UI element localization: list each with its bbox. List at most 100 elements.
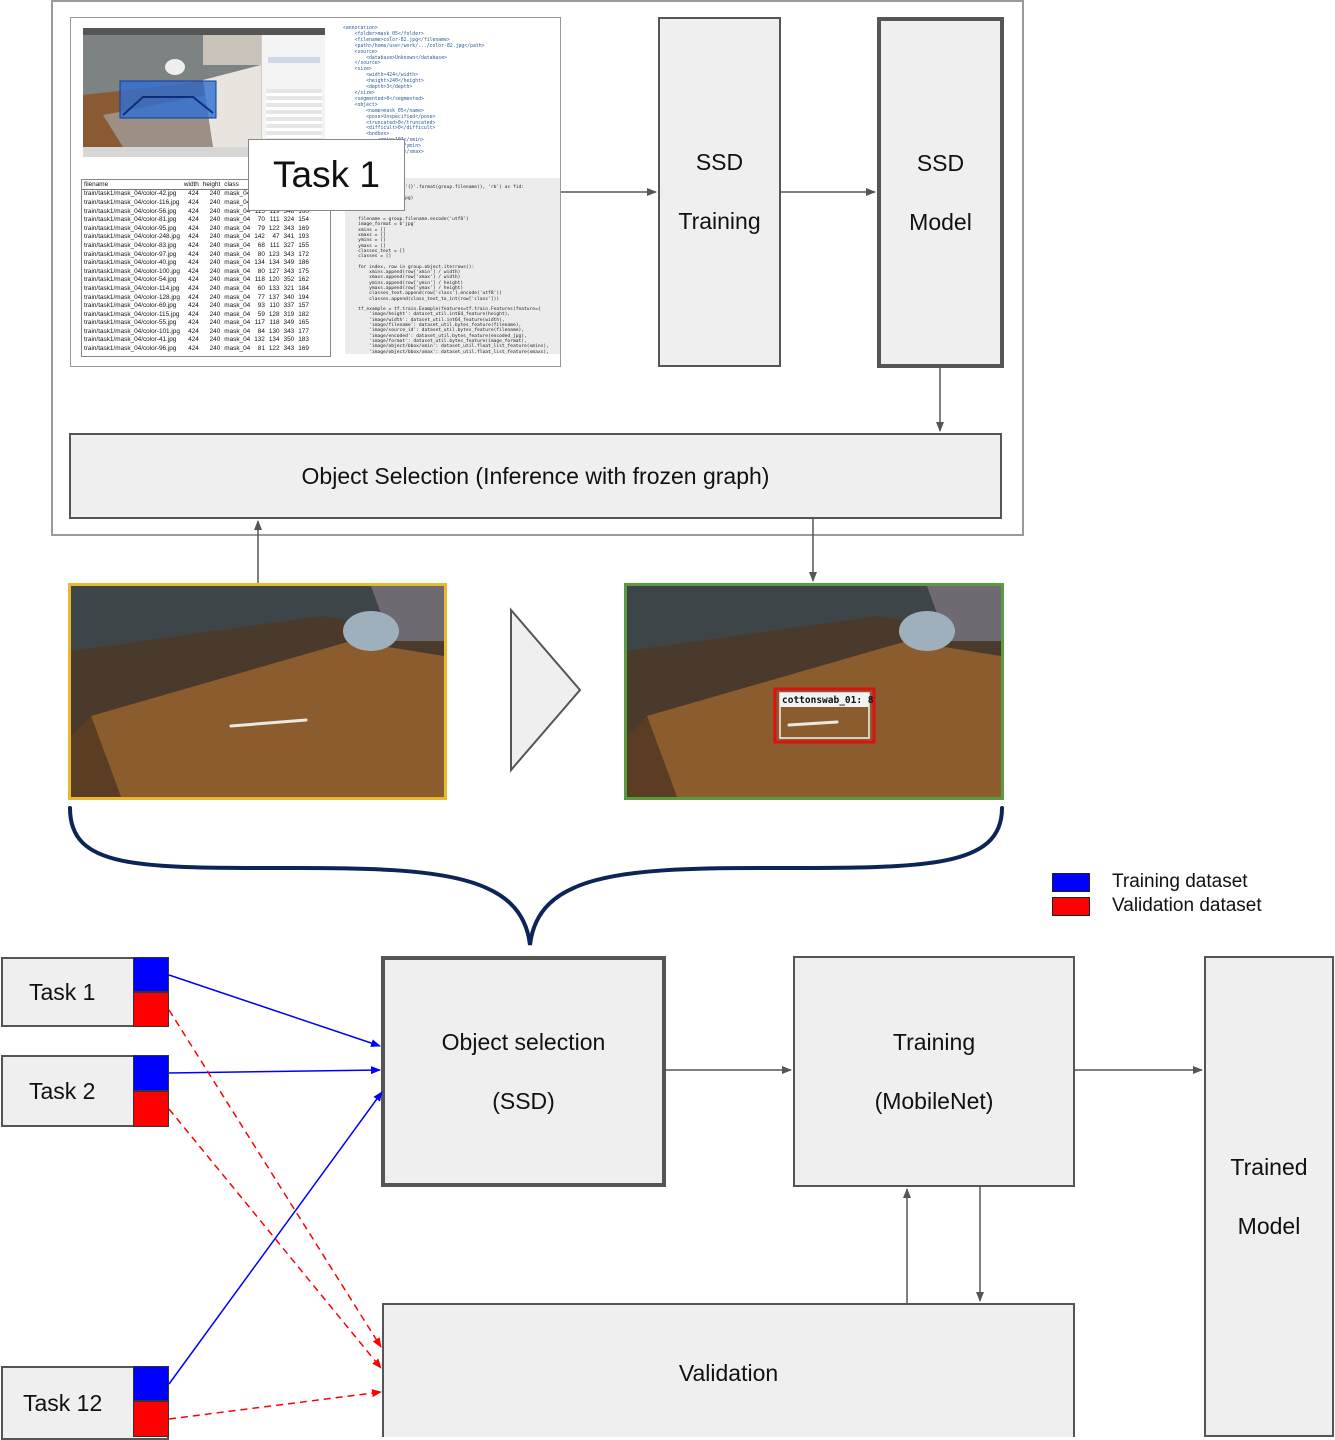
csv-cell: 240 — [209, 198, 221, 206]
csv-cell: train/task1/mask_04/color-100.jpg — [84, 267, 180, 275]
legend-validation-swatch — [1052, 896, 1090, 916]
task-1-training-chip — [133, 957, 169, 992]
csv-cell: mask_04 — [224, 259, 251, 267]
csv-cell: 193 — [298, 233, 309, 241]
csv-cell: 111 — [269, 241, 280, 249]
validation-label: Validation — [678, 1360, 779, 1386]
csv-cell: 424 — [188, 284, 199, 292]
csv-cell: mask_04 — [224, 190, 251, 198]
csv-cell: 319 — [283, 310, 295, 318]
csv-cell: mask_04 — [224, 293, 251, 301]
csv-cell: 240 — [209, 259, 221, 267]
csv-cell: 343 — [283, 250, 295, 258]
csv-cell: train/task1/mask_04/color-96.jpg — [84, 345, 177, 353]
object-selection-ssd-line1: Object selection — [441, 1028, 606, 1055]
csv-header-cell: class — [222, 180, 253, 190]
csv-cell: 352 — [283, 276, 295, 284]
screenshot-titlebar — [83, 28, 325, 35]
csv-cell: 133 — [268, 284, 280, 292]
csv-header-cell: width — [181, 180, 201, 190]
csv-cell: 111 — [269, 216, 280, 224]
csv-cell: mask_04 — [224, 319, 251, 327]
csv-cell: 122 — [268, 224, 280, 232]
csv-cell: 118 — [269, 319, 280, 327]
xml-annotation-text: <annotation> <folder>mask_05</folder> <f… — [343, 26, 485, 154]
arrow-task1-validation-to-validation — [168, 1009, 382, 1348]
object-selection-ssd-line2: (SSD) — [492, 1087, 555, 1114]
csv-cell: 424 — [188, 250, 199, 258]
ssd-model-line2: Model — [909, 208, 972, 235]
csv-cell: 183 — [298, 336, 309, 344]
trained-model-line2: Model — [1237, 1212, 1301, 1239]
csv-cell: 81 — [257, 345, 265, 353]
csv-cell: 154 — [298, 216, 309, 224]
csv-cell: 424 — [188, 327, 199, 335]
csv-cell: 341 — [283, 233, 295, 241]
csv-cell: mask_04 — [224, 198, 251, 206]
csv-cell: 80 — [257, 250, 265, 258]
task-2-label: Task 2 — [29, 1077, 96, 1104]
csv-cell: 348 — [283, 207, 295, 215]
csv-cell: 240 — [209, 207, 221, 215]
csv-cell: 93 — [257, 302, 265, 310]
csv-cell: 424 — [188, 207, 199, 215]
csv-cell: 68 — [257, 241, 265, 249]
csv-cell: 162 — [298, 276, 309, 284]
csv-cell: 240 — [209, 241, 221, 249]
csv-cell: 115 — [254, 207, 265, 215]
input-photo — [68, 583, 447, 800]
csv-cell: 240 — [209, 216, 221, 224]
csv-cell: 132 — [254, 336, 265, 344]
csv-cell: mask_04 — [224, 250, 251, 258]
csv-cell: 157 — [298, 302, 309, 310]
validation-box: Validation — [382, 1303, 1075, 1437]
csv-cell: train/task1/mask_04/color-248.jpg — [84, 233, 180, 241]
ssd-training-line1: SSD — [695, 149, 744, 175]
csv-cell: 350 — [283, 336, 295, 344]
csv-cell: train/task1/mask_04/color-81.jpg — [84, 216, 177, 224]
csv-cell: 240 — [209, 327, 221, 335]
csv-cell: 117 — [254, 319, 265, 327]
csv-cell: 240 — [209, 336, 221, 344]
csv-cell: train/task1/mask_04/color-69.jpg — [84, 302, 177, 310]
legend-training-swatch — [1052, 872, 1090, 892]
object-selection-inference-bar: Object Selection (Inference with frozen … — [69, 433, 1002, 519]
csv-cell: 155 — [298, 241, 309, 249]
csv-header-cell: filename — [82, 180, 182, 190]
csv-cell: train/task1/mask_04/color-101.jpg — [84, 327, 180, 335]
output-photo: cottonswab_01: 89% — [624, 583, 1004, 800]
legend-training: Training dataset — [1052, 870, 1312, 894]
csv-cell: 424 — [188, 198, 199, 206]
csv-cell: 324 — [283, 216, 295, 224]
csv-cell: 340 — [283, 293, 295, 301]
csv-cell: 240 — [209, 190, 221, 198]
csv-cell: train/task1/mask_04/color-54.jpg — [84, 276, 177, 284]
csv-cell: 240 — [209, 319, 221, 327]
csv-cell: 240 — [209, 345, 221, 353]
training-mobilenet-line1: Training — [892, 1028, 976, 1055]
labeling-image — [83, 35, 261, 147]
csv-cell: 424 — [188, 241, 199, 249]
csv-cell: mask_04 — [224, 216, 251, 224]
screenshot-statusbar — [83, 147, 325, 157]
csv-cell: 337 — [283, 302, 295, 310]
csv-cell: 240 — [209, 276, 221, 284]
csv-cell: 424 — [188, 224, 199, 232]
csv-cell: 349 — [283, 259, 295, 267]
ssd-model-box: SSD Model — [877, 17, 1004, 368]
task-1-validation-chip — [133, 992, 169, 1027]
legend-validation-label: Validation dataset — [1112, 895, 1262, 916]
csv-cell: 321 — [283, 284, 295, 292]
csv-cell: train/task1/mask_04/color-97.jpg — [84, 250, 177, 258]
csv-cell: 424 — [188, 302, 199, 310]
